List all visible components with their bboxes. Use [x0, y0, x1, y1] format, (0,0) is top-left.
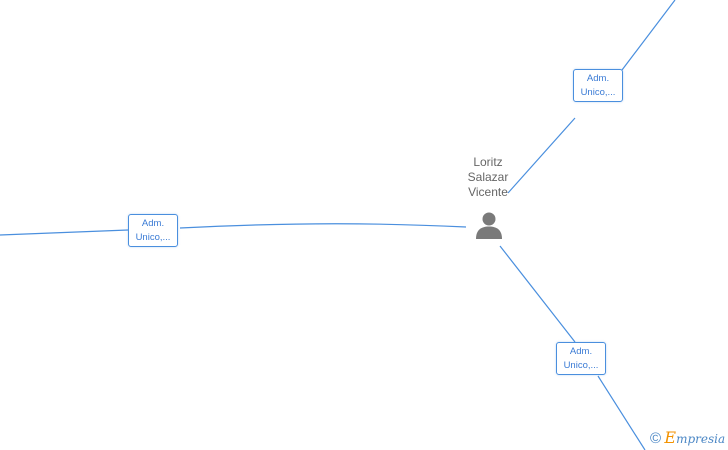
copyright-symbol: © [650, 429, 662, 447]
role-label-line2: Unico,... [563, 360, 599, 371]
brand-rest: mpresia [676, 432, 726, 447]
person-name-line: Salazar [467, 170, 509, 184]
edge-left [0, 223, 467, 236]
role-box-top-right[interactable]: Adm. Unico,... [573, 69, 623, 102]
role-label-line1: Adm. [141, 218, 165, 229]
edge-bottom-right [499, 245, 646, 450]
role-label-line2: Unico,... [580, 87, 616, 98]
role-label-line2: Unico,... [135, 232, 171, 243]
brand-initial: E [664, 428, 677, 448]
empresia-watermark: © Empresia [650, 428, 725, 448]
person-icon[interactable] [474, 210, 504, 240]
person-name-line: Vicente [468, 185, 508, 199]
person-name-line: Loritz [473, 155, 503, 169]
role-box-bottom-right[interactable]: Adm. Unico,... [556, 342, 606, 375]
role-label-line1: Adm. [586, 73, 610, 84]
empresia-logo: Empresia [664, 428, 726, 447]
role-box-left[interactable]: Adm. Unico,... [128, 214, 178, 247]
role-label-line1: Adm. [569, 346, 593, 357]
person-name[interactable]: Loritz Salazar Vicente [448, 155, 528, 200]
edge-top-right [507, 0, 676, 194]
